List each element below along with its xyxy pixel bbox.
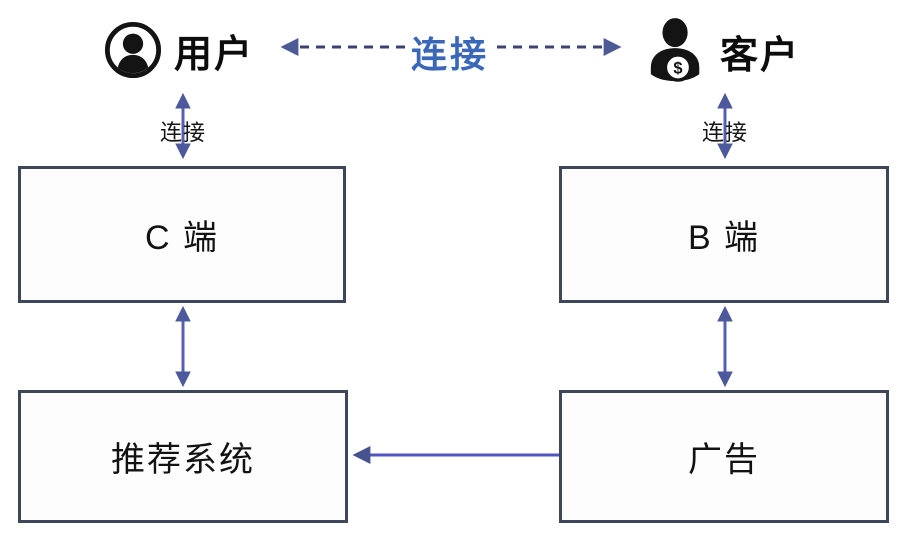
- box-c-side: C 端: [18, 166, 346, 303]
- connect-label-center: 连接: [410, 34, 490, 75]
- customer-label: 客户: [720, 34, 801, 77]
- user-circle-icon: [104, 21, 162, 79]
- svg-text:$: $: [673, 59, 682, 77]
- connect-label-customer-bside: 连接: [701, 120, 749, 145]
- box-c-side-label: C 端: [145, 219, 219, 257]
- box-ads-label: 广告: [688, 441, 760, 479]
- box-b-side-label: B 端: [687, 219, 761, 257]
- actor-customer: $ 客户: [646, 17, 800, 85]
- customer-dollar-icon: $: [650, 18, 700, 82]
- box-b-side: B 端: [559, 166, 889, 303]
- box-recommendation-system-label: 推荐系统: [111, 441, 255, 479]
- box-recommendation-system: 推荐系统: [18, 390, 348, 523]
- connect-label-user-cside: 连接: [159, 120, 207, 145]
- user-label: 用户: [174, 33, 255, 76]
- box-ads: 广告: [559, 390, 889, 523]
- actor-user: 用户: [104, 21, 254, 79]
